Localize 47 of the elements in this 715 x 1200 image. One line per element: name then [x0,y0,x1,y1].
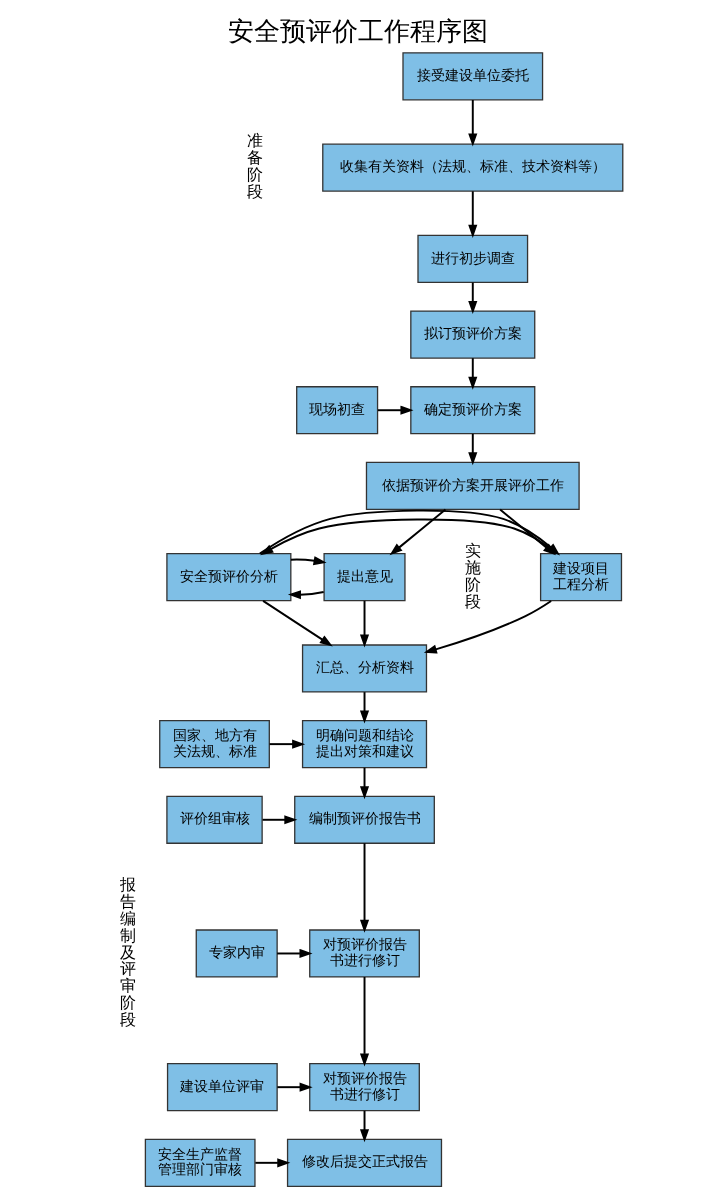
node-box: 依据预评价方案开展评价工作 [365,461,580,510]
node-box: 对预评价报告书进行修订 [308,929,420,978]
node-box: 评价组审核 [165,795,263,844]
node-box: 建设项目工程分析 [539,553,622,602]
node-box: 安全生产监督管理部门审核 [144,1138,256,1187]
node-box: 专家内审 [195,929,278,978]
node-box: 汇总、分析资料 [301,644,427,693]
node-box: 修改后提交正式报告 [286,1138,442,1187]
arrow [389,508,446,556]
arrow [287,590,325,600]
node-box: 确定预评价方案 [409,386,535,435]
arrow [275,948,313,959]
node-box: 明确问题和结论提出对策和建议 [301,720,427,769]
node-box: 拟订预评价方案 [409,310,535,359]
arrow [423,599,552,654]
arrow [359,599,369,648]
node-box: 对预评价报告书进行修订 [308,1063,420,1112]
arrow [359,976,369,1067]
arrow [275,1082,313,1092]
node-box: 安全预评价分析 [165,553,291,602]
node-box: 进行初步调查 [416,234,528,284]
node-box: 国家、地方有关法规、标准 [158,720,270,769]
node-box: 收集有关资料（法规、标准、技术资料等） [321,143,623,192]
arrow [467,190,477,238]
label: 准备阶段 [246,131,263,202]
diagram-title: 安全预评价工作程序图 [227,15,488,46]
label: 实施阶段 [464,540,481,611]
arrow [359,691,369,724]
node-box: 编制预评价报告书 [293,795,435,844]
arrow [253,1158,290,1168]
arrow [376,405,413,415]
arrow [467,281,477,315]
label: 报告编制及评审阶段 [119,874,136,1030]
arrow [359,842,369,933]
node-box: 建设单位评审 [166,1063,278,1112]
arrow [467,99,477,147]
arrow [467,432,477,466]
arrow [467,357,477,390]
node-box: 提出意见 [322,553,406,602]
node-box: 现场初查 [295,386,378,435]
arrow [359,1109,369,1143]
arrow [268,739,305,749]
arrow [359,766,369,800]
arrow [261,815,297,825]
arrow [289,556,327,566]
node-box: 接受建设单位委托 [401,52,543,101]
arrow [261,599,333,647]
